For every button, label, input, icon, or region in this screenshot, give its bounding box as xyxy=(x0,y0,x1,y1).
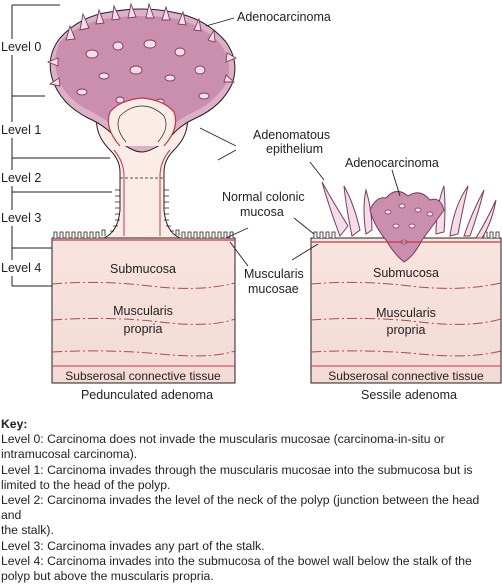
bowel-wall-left xyxy=(51,237,236,384)
muscularis-mucosae-label-line1: Muscularis xyxy=(244,267,304,281)
level-0-label: Level 0 xyxy=(1,40,41,54)
muscularis-mucosae-label-line2: mucosae xyxy=(248,282,299,296)
normal-mucosa-label-line2: mucosa xyxy=(240,205,284,219)
key-line-level-4a: Level 4: Carcinoma invades into the subm… xyxy=(1,553,472,568)
level-2-label: Level 2 xyxy=(1,171,41,185)
key-section: Key: Level 0: Carcinoma does not invade … xyxy=(1,417,501,584)
muscularis-propria-label-left-line2: propria xyxy=(124,322,163,336)
key-line-level-1b: limited to the head of the polyp. xyxy=(1,477,171,492)
adenomatous-epithelium-label-line2: epithelium xyxy=(266,142,323,156)
adenocarcinoma-label-right: Adenocarcinoma xyxy=(345,156,439,170)
sessile-adenoma xyxy=(310,181,502,384)
pedunculated-caption: Pedunculated adenoma xyxy=(81,388,213,400)
serosa-label-left: Subserosal connective tissue xyxy=(65,369,221,383)
adenomatous-epithelium-label-line1: Adenomatous xyxy=(253,128,330,142)
normal-mucosa-label-line1: Normal colonic xyxy=(222,190,305,204)
submucosa-label-right: Submucosa xyxy=(373,266,439,280)
submucosa-label-left: Submucosa xyxy=(110,262,176,276)
key-line-level-1a: Level 1: Carcinoma invades through the m… xyxy=(1,462,473,477)
level-4-label: Level 4 xyxy=(1,261,41,275)
serosa-label-right: Subserosal connective tissue xyxy=(328,369,484,383)
polyp-staging-diagram: Level 0 Level 1 Level 2 Level 3 Level 4 xyxy=(0,2,502,400)
sessile-caption: Sessile adenoma xyxy=(361,388,457,400)
key-line-level-2a: Level 2: Carcinoma invades the level of … xyxy=(1,493,480,523)
key-line-level-2b: the stalk). xyxy=(1,523,54,538)
adenocarcinoma-label-left: Adenocarcinoma xyxy=(237,10,331,24)
callout-lines xyxy=(199,17,401,267)
key-line-level-3: Level 3: Carcinoma invades any part of t… xyxy=(1,538,265,553)
muscularis-propria-label-left-line1: Muscularis xyxy=(113,304,173,318)
sessile-carcinoma xyxy=(369,191,445,263)
muscularis-propria-label-right-line2: propria xyxy=(387,323,426,337)
key-line-level-0a: Level 0: Carcinoma does not invade the m… xyxy=(1,432,445,447)
key-title: Key: xyxy=(1,417,28,431)
pedunculated-adenoma xyxy=(46,2,238,384)
muscularis-propria-label-right-line1: Muscularis xyxy=(376,306,436,320)
level-1-label: Level 1 xyxy=(1,123,41,137)
key-line-level-4b: polyp but above the muscularis propria. xyxy=(1,569,214,584)
key-line-level-0b: intramucosal carcinoma). xyxy=(1,447,138,462)
bowel-wall-right xyxy=(310,237,502,384)
level-3-label: Level 3 xyxy=(1,211,41,225)
normal-mucosa-left xyxy=(53,229,234,238)
